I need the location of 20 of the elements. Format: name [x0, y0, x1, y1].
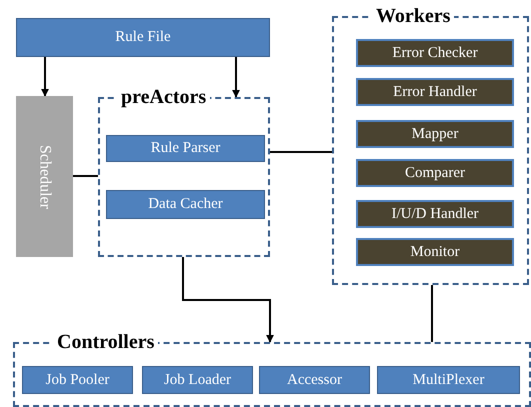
- process-box: Rule File: [16, 18, 270, 57]
- connector-line: [431, 285, 433, 342]
- arrow: [232, 57, 240, 98]
- process-box: Data Cacher: [106, 190, 265, 219]
- process-box: MultiPlexer: [377, 366, 520, 394]
- process-box: Error Handler: [356, 78, 514, 106]
- process-box: Job Pooler: [22, 366, 133, 394]
- process-box: I/U/D Handler: [356, 200, 514, 228]
- process-box: Scheduler: [16, 96, 73, 257]
- arrow: [182, 257, 274, 343]
- process-box: Mapper: [356, 120, 514, 148]
- process-box: Error Checker: [356, 39, 514, 67]
- process-box: Comparer: [356, 159, 514, 187]
- arrow: [41, 57, 49, 97]
- connector-line: [73, 175, 98, 177]
- connector-line: [270, 151, 332, 153]
- process-box: Job Loader: [142, 366, 253, 394]
- process-box: Accessor: [259, 366, 370, 394]
- process-box: Monitor: [356, 238, 514, 266]
- process-box: Rule Parser: [106, 135, 265, 162]
